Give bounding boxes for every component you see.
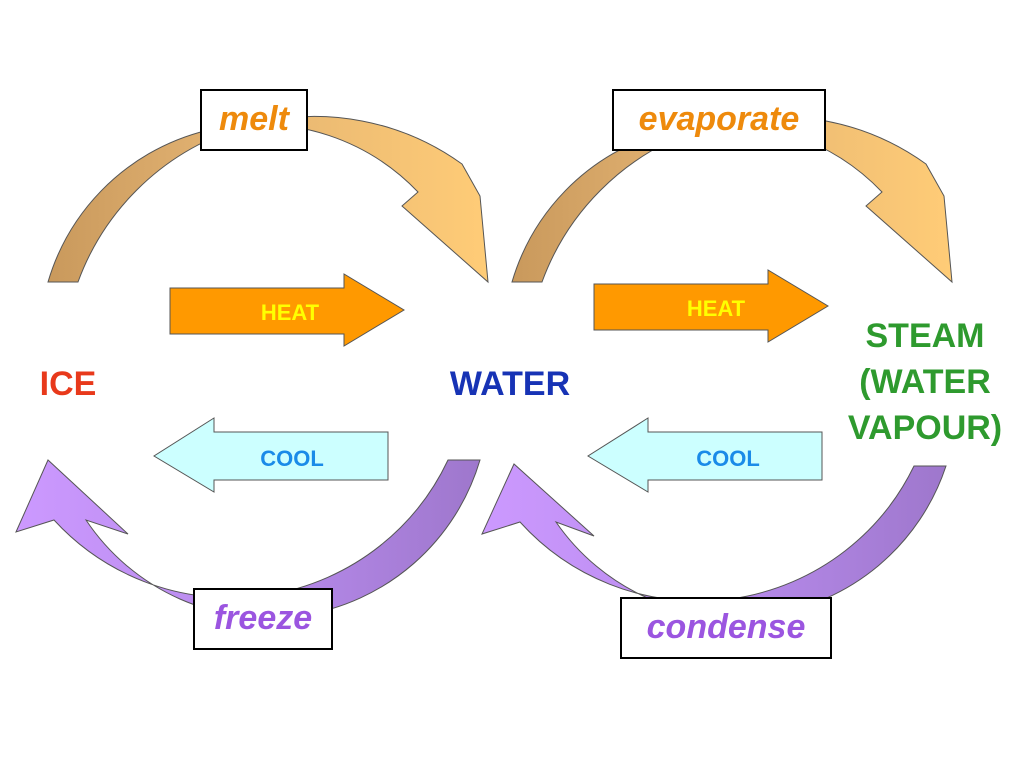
cool-arrow-1-label: COOL [260,446,324,471]
heat-arrow-2 [593,269,829,343]
water-label: WATER [449,365,571,403]
evaporate-curve-arrow [511,115,953,284]
heat-arrow-2-label: HEAT [686,296,746,321]
cool-arrow-1 [153,417,389,493]
steam-label-line-2: (WATER [859,362,991,401]
melt-curve-arrow [47,115,489,284]
steam-label-line-3: VAPOUR) [847,408,1003,447]
condense-box: condense [620,597,832,659]
steam-label: STEAM (WATER VAPOUR) [830,314,1020,452]
condense-curve-arrow [481,463,947,618]
steam-label-line-1: STEAM [865,317,985,355]
cool-arrow-2-label: COOL [696,446,760,471]
ice-label: ICE [39,365,97,403]
melt-box: melt [200,89,308,151]
evaporate-box: evaporate [612,89,826,151]
freeze-box: freeze [193,588,333,650]
heat-arrow-1 [169,273,405,347]
heat-arrow-1-label: HEAT [260,300,320,325]
cool-arrow-2 [587,417,823,493]
freeze-curve-arrow [15,459,481,619]
